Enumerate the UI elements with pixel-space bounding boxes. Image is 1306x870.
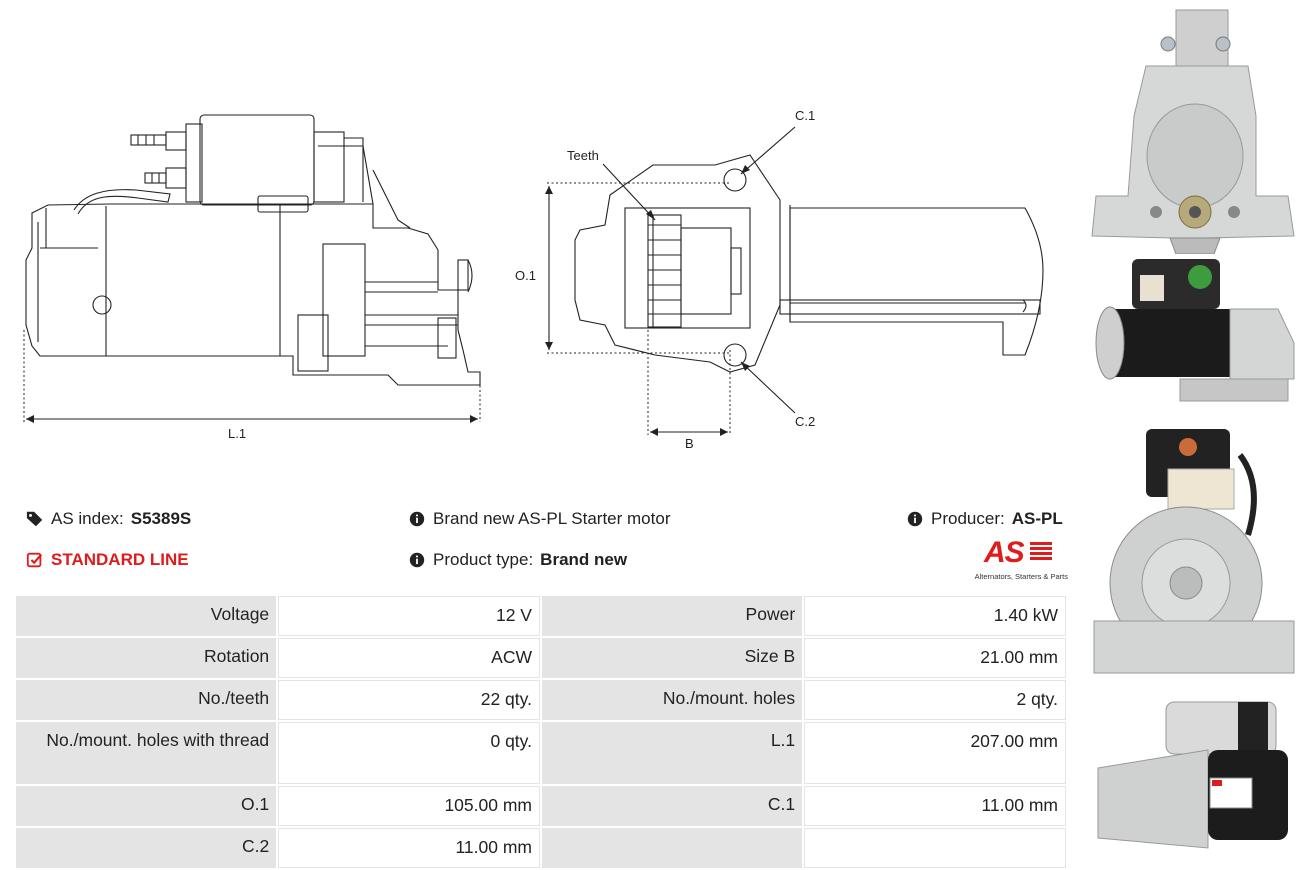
product-type-label: Product type:	[433, 550, 534, 569]
product-type: Product type: Brand new	[408, 550, 627, 570]
table-row: Voltage 12 V Power 1.40 kW	[16, 596, 1066, 636]
spec-key: Voltage	[16, 596, 277, 636]
spec-value: 11.00 mm	[804, 786, 1066, 826]
producer: Producer: AS-PL	[906, 509, 1063, 529]
b-label: B	[685, 436, 694, 451]
spec-value: 11.00 mm	[278, 828, 540, 868]
check-square-icon	[26, 552, 43, 568]
spec-key: No./mount. holes with thread	[16, 722, 277, 784]
specs-table: Voltage 12 V Power 1.40 kW Rotation ACW …	[14, 594, 1068, 870]
spec-value: 21.00 mm	[804, 638, 1066, 678]
table-row: C.2 11.00 mm	[16, 828, 1066, 868]
product-photo-top	[1088, 698, 1300, 856]
info-icon	[409, 511, 425, 527]
spec-key: Power	[541, 596, 803, 636]
spec-value: ACW	[278, 638, 540, 678]
spec-key: No./mount. holes	[541, 680, 803, 720]
spec-value: 207.00 mm	[804, 722, 1066, 784]
logo-tagline: Alternators, Starters & Parts	[974, 572, 1068, 581]
l1-label: L.1	[228, 426, 246, 441]
teeth-label: Teeth	[567, 148, 599, 163]
o1-label: O.1	[515, 268, 536, 283]
front-view-drawing: O.1 B Teeth C.1 C.2	[515, 108, 1044, 451]
as-index-value: S5389S	[130, 509, 192, 528]
table-row: O.1 105.00 mm C.1 11.00 mm	[16, 786, 1066, 826]
side-view-drawing: L.1	[23, 114, 481, 441]
spec-key: C.2	[16, 828, 277, 868]
product-photo-rear	[1088, 425, 1300, 687]
tags-icon	[26, 511, 43, 527]
spec-key: Rotation	[16, 638, 277, 678]
as-pl-logo: AS Alternators, Starters & Parts	[962, 538, 1068, 584]
as-index-label: AS index:	[51, 509, 124, 528]
c2-label: C.2	[795, 414, 815, 429]
spec-key: No./teeth	[16, 680, 277, 720]
spec-value: 22 qty.	[278, 680, 540, 720]
spec-key: C.1	[541, 786, 803, 826]
product-photo-side	[1088, 255, 1300, 410]
product-photo-front	[1088, 6, 1300, 254]
table-row: No./mount. holes with thread 0 qty. L.1 …	[16, 722, 1066, 784]
spec-key: O.1	[16, 786, 277, 826]
as-index: AS index: S5389S	[26, 509, 191, 529]
description-text: Brand new AS-PL Starter motor	[433, 509, 671, 528]
table-row: Rotation ACW Size B 21.00 mm	[16, 638, 1066, 678]
producer-value: AS-PL	[1011, 509, 1063, 528]
standard-line-label: STANDARD LINE	[51, 550, 189, 569]
table-row: No./teeth 22 qty. No./mount. holes 2 qty…	[16, 680, 1066, 720]
spec-value: 1.40 kW	[804, 596, 1066, 636]
description: Brand new AS-PL Starter motor	[408, 509, 670, 529]
info-icon	[409, 552, 425, 568]
c1-label: C.1	[795, 108, 815, 123]
spec-key	[541, 828, 803, 868]
info-icon	[907, 511, 923, 527]
producer-label: Producer:	[931, 509, 1005, 528]
spec-value: 12 V	[278, 596, 540, 636]
spec-value	[804, 828, 1066, 868]
spec-value: 2 qty.	[804, 680, 1066, 720]
spec-key: L.1	[541, 722, 803, 784]
spec-value: 0 qty.	[278, 722, 540, 784]
logo-mark: AS	[984, 536, 1025, 569]
standard-line: STANDARD LINE	[26, 550, 189, 570]
spec-key: Size B	[541, 638, 803, 678]
spec-value: 105.00 mm	[278, 786, 540, 826]
product-type-value: Brand new	[540, 550, 628, 569]
